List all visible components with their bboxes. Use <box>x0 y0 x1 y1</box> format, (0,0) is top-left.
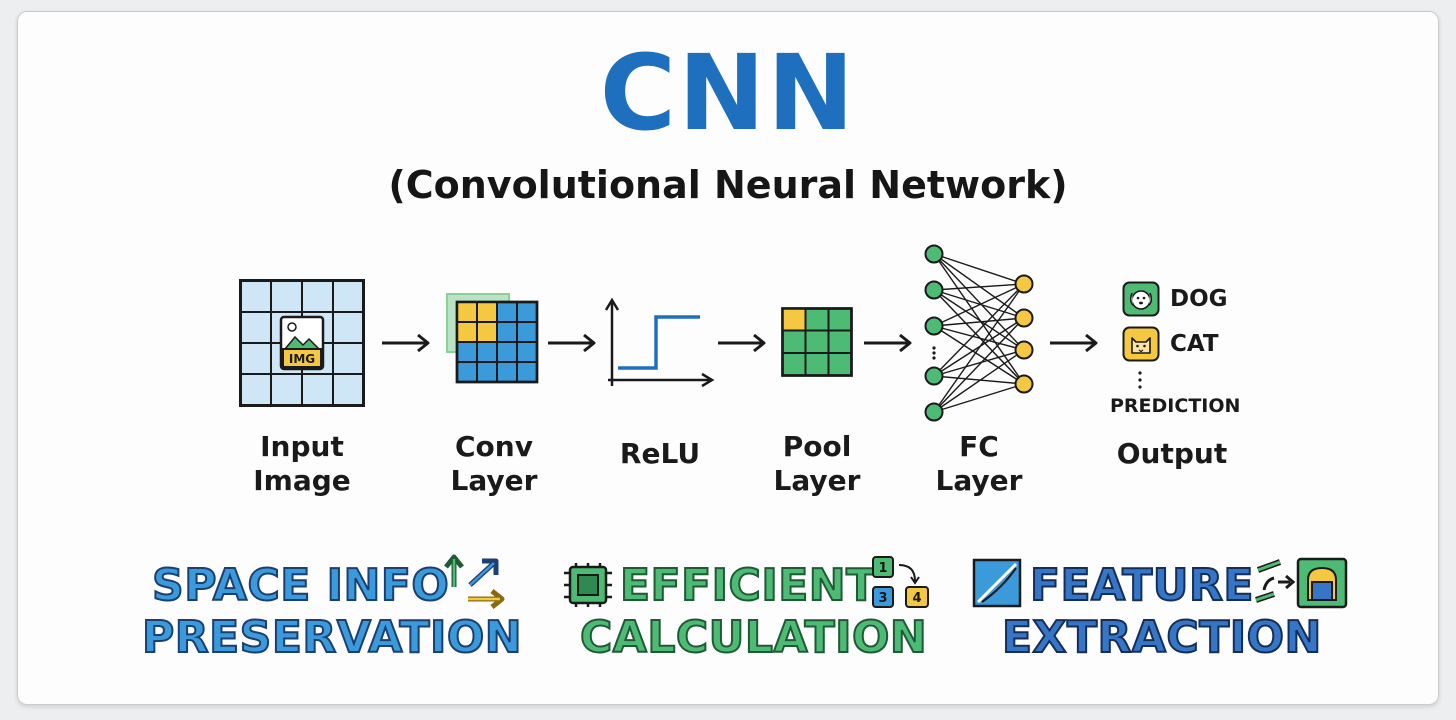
step-number-3: 3 <box>878 591 887 606</box>
fc-input-node <box>924 244 944 264</box>
fc-input-node <box>924 316 944 336</box>
fc-connection <box>933 317 1025 327</box>
stage-label-input-line1: Input <box>260 430 344 463</box>
image-grid-icon: IMG <box>239 279 365 407</box>
stage-label-input-line2: Image <box>253 464 351 497</box>
stage-label-pool: Pool Layer <box>727 430 907 498</box>
step-function-icon <box>604 297 715 388</box>
fc-connection <box>933 375 1025 385</box>
fc-input-node <box>924 280 944 300</box>
fc-output-node <box>1014 274 1034 294</box>
stage-label-output: Output <box>1082 437 1262 471</box>
stage-label-pool-line2: Layer <box>773 464 861 497</box>
fc-connection <box>933 253 1025 285</box>
fc-connection <box>933 289 1025 319</box>
stage-label-relu: ReLU <box>570 437 750 471</box>
stage-label-conv-line1: Conv <box>455 430 533 463</box>
arrow-icon <box>382 333 430 353</box>
output-class-dog-label: DOG <box>1170 286 1228 312</box>
stage-label-conv: Conv Layer <box>404 430 584 498</box>
cat-icon <box>1122 326 1160 362</box>
fc-output-node <box>1014 308 1034 328</box>
benefit-efficient: EFFICIENT CALCULATION <box>579 559 928 664</box>
fc-connection <box>933 349 1025 413</box>
fc-connection <box>933 283 1025 413</box>
fc-ellipsis-dot <box>932 346 936 350</box>
fc-connection <box>933 325 1025 385</box>
step-number-1: 1 <box>878 561 887 576</box>
stage-label-fc-line2: Layer <box>935 464 1023 497</box>
shapes-icon <box>972 558 1022 608</box>
img-label: IMG <box>289 352 315 366</box>
fc-ellipsis-dot <box>932 356 936 360</box>
stage-label-output-line1: Output <box>1116 437 1228 470</box>
benefit-efficient-line2: CALCULATION <box>579 611 928 664</box>
benefit-feature: FEATURE EXTRACTION <box>1001 559 1322 664</box>
pooling-grid-icon <box>781 307 853 377</box>
stage-label-input: Input Image <box>212 430 392 498</box>
arrow-icon <box>1050 333 1098 353</box>
dog-icon <box>1122 281 1160 317</box>
fc-output-node <box>1014 340 1034 360</box>
benefit-space-info-line2: PRESERVATION <box>141 611 523 664</box>
stage-label-relu-line1: ReLU <box>619 437 701 470</box>
page-title: CNN <box>599 32 857 154</box>
fc-connection <box>933 289 1025 385</box>
fc-output-node <box>1014 374 1034 394</box>
fc-connection <box>933 283 1025 377</box>
output-class-dog: DOG <box>1122 281 1228 317</box>
fc-connection <box>933 283 1025 291</box>
arrow-icon <box>718 333 766 353</box>
benefit-feature-line2: EXTRACTION <box>1001 611 1322 664</box>
prediction-label: PREDICTION <box>1110 395 1241 417</box>
benefit-space-info: SPACE INFO PRESERVATION <box>141 559 523 664</box>
page-subtitle: (Convolutional Neural Network) <box>388 163 1068 207</box>
fc-connection <box>933 383 1025 413</box>
benefit-efficient-line1: EFFICIENT <box>619 559 877 612</box>
stage-label-fc-line1: FC <box>959 430 999 463</box>
benefit-space-info-line1: SPACE INFO <box>151 559 450 612</box>
fc-input-node <box>924 366 944 386</box>
steps-icon: 1 3 4 <box>872 556 929 608</box>
fc-connection <box>933 317 1025 413</box>
arrows-icon <box>444 554 505 609</box>
neural-network-icon <box>924 244 1034 422</box>
step-number-4: 4 <box>912 591 921 606</box>
fc-connection <box>933 283 1025 327</box>
stage-label-conv-line2: Layer <box>450 464 538 497</box>
fc-connection <box>933 325 1025 351</box>
arrow-icon <box>864 333 912 353</box>
output-class-cat: CAT <box>1122 326 1219 362</box>
feature-map-icon <box>446 293 539 384</box>
ellipsis-icon <box>1138 371 1142 389</box>
fc-connection <box>933 289 1025 351</box>
feature-shapes-icon <box>1255 557 1348 609</box>
output-class-cat-label: CAT <box>1170 331 1219 357</box>
chip-icon <box>564 563 612 607</box>
stage-label-pool-line1: Pool <box>782 430 852 463</box>
fc-connection <box>933 253 1025 385</box>
fc-connection <box>933 349 1025 377</box>
fc-input-node <box>924 402 944 422</box>
fc-ellipsis-dot <box>932 351 936 355</box>
arrow-icon <box>548 333 596 353</box>
stage-label-fc: FC Layer <box>889 430 1069 498</box>
fc-connection <box>933 253 1025 319</box>
benefit-feature-line1: FEATURE <box>1029 559 1254 612</box>
